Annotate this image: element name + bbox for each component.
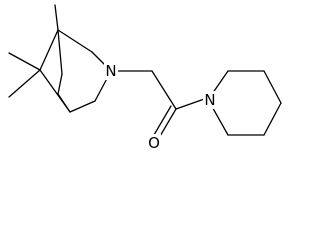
bond-c5-c8 bbox=[39, 69, 71, 113]
bond-pip-c3-c4 bbox=[263, 70, 282, 104]
bond-c1-c2 bbox=[57, 29, 93, 53]
n-bicyclic-background bbox=[104, 62, 118, 80]
bond-c7-c1 bbox=[57, 29, 63, 75]
molecule-structure: N N O bbox=[8, 4, 282, 150]
bond-c8-methyl-a bbox=[8, 52, 41, 71]
bond-c1-methyl bbox=[54, 4, 59, 31]
n-piperidine-background bbox=[203, 91, 217, 109]
bond-c8-c1 bbox=[39, 29, 59, 71]
bond-c4-c5 bbox=[69, 100, 96, 113]
nitrogen-piperidine-label: N bbox=[204, 91, 215, 109]
bond-c6-c7 bbox=[57, 73, 63, 95]
bond-ch2-carbonyl bbox=[151, 70, 177, 110]
o-carbonyl-background bbox=[147, 134, 161, 150]
bond-pip-c4-c5 bbox=[263, 102, 282, 136]
bond-c8-methyl-b bbox=[8, 69, 41, 98]
oxygen-carbonyl-label: O bbox=[148, 134, 160, 150]
structure-canvas: N N O bbox=[8, 4, 282, 150]
nitrogen-bicyclic-label: N bbox=[105, 62, 116, 80]
